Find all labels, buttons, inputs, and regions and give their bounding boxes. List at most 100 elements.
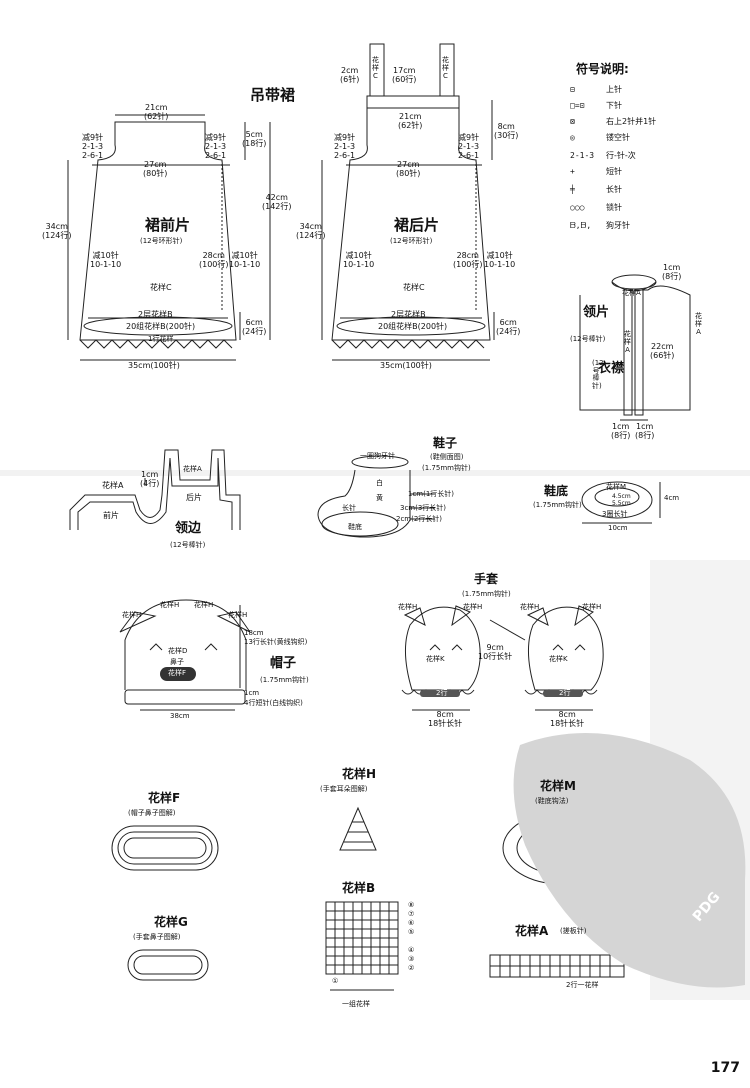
pattern-b-row-7: ⑦ (408, 910, 415, 918)
back-strap-height: 17cm (60行) (392, 66, 417, 85)
neck-title: 领边 (175, 521, 202, 536)
sole-pattern: 花样M (606, 483, 627, 491)
legend-row-purl: ⊟上针 (570, 85, 622, 94)
legend-row-k2tog: ⊠右上2针并1针 (570, 117, 657, 126)
sole-hook: (1.75mm钩针) (533, 501, 582, 509)
shoe-sole: 鞋底 (348, 523, 362, 531)
pattern-m-note: (鞋底钩法) (535, 797, 569, 805)
legend-row-picot: ᗷ,ᗷ,狗牙针 (570, 220, 630, 231)
legend-row-dc: ╪长针 (570, 185, 622, 194)
collar-side-dim: 22cm (66针) (650, 342, 675, 361)
pattern-b-row-4: ④ (408, 946, 415, 954)
pattern-b-chart (325, 901, 399, 991)
picot-symbol-icon: ᗷ,ᗷ, (570, 220, 592, 230)
front-top-width: 21cm (62针) (144, 103, 169, 122)
legend-row-chain: ○○○锁针 (570, 203, 622, 212)
mitten-cuff-1: 2行 (436, 689, 448, 697)
front-armhole: 5cm (18行) (242, 130, 267, 149)
sole-title: 鞋底 (544, 484, 569, 498)
front-panel-note: (12号环形针) (140, 237, 183, 245)
neck-note: (12号棒针) (170, 541, 206, 549)
back-band: 20组花样B(200针) (378, 322, 448, 331)
hat-width: 38cm (170, 712, 190, 720)
front-bottom-height: 6cm (24行) (242, 318, 267, 337)
mitten-pattern-k-1: 花样K (426, 655, 445, 663)
hat-ear-4: 花样H (228, 611, 248, 619)
front-bottom-width: 35cm(100针) (128, 361, 180, 370)
pattern-b-row-2: ② (408, 964, 415, 972)
legend-title: 符号说明: (576, 62, 629, 76)
front-total-height: 42cm (142行) (262, 193, 292, 212)
diagram-fills (160, 667, 583, 697)
shoe-long: 长针 (342, 504, 356, 512)
pattern-f-title: 花样F (148, 791, 181, 805)
hat-height-1: 18cm (244, 629, 264, 637)
collar-note: (12号棒针) (570, 335, 606, 343)
pattern-b-note: 一组花样 (342, 1000, 370, 1008)
collar-top-pattern: 花样A (622, 289, 641, 297)
front-layer: 2层花样B (138, 310, 173, 319)
collar-title: 领片 (583, 305, 610, 320)
shoe-row3: 2cm(2行长针) (396, 515, 443, 523)
mitten-bottom-2: 8cm 18针长针 (550, 710, 585, 729)
neck-width: 1cm (4行) (140, 470, 160, 489)
scan-shade-mid (0, 470, 750, 476)
pattern-g-title: 花样G (154, 915, 188, 929)
shoe-picot: 一圈狗牙针 (360, 452, 395, 460)
placket-title: 衣襟 (598, 361, 625, 376)
double-crochet-symbol-icon: ╪ (570, 185, 575, 194)
mitten-ear-4: 花样H (582, 603, 602, 611)
pattern-b-row-1: ① (332, 977, 339, 985)
front-side-height: 34cm (124行) (42, 222, 72, 241)
pattern-b-row-3: ③ (408, 955, 415, 963)
knit-symbol-icon: □=⊡ (570, 101, 585, 110)
sole-turns: 3圈长针 (602, 510, 628, 518)
hat-nose: 鼻子 (170, 658, 184, 666)
back-side-right: 28cm (100行) (453, 251, 483, 270)
collar-pattern-a: 花 样 A (624, 330, 631, 355)
mitten-ear-3: 花样H (520, 603, 540, 611)
hat-nose-chart: 花样F (168, 669, 187, 677)
pattern-b-row-6: ⑥ (408, 919, 415, 927)
back-pattern-c: 花样C (403, 283, 425, 292)
back-dec-side-left: 减10针 10-1-10 (343, 251, 375, 270)
neck-pattern-a: 花样A (102, 481, 124, 490)
back-panel-note: (12号环形针) (390, 237, 433, 245)
hat-ear-1: 花样H (122, 611, 142, 619)
sole-inner-dims: 4.5cm 5.5cm (612, 493, 631, 507)
neck-edge-outline (69, 449, 241, 530)
dress-title: 吊带裙 (250, 86, 296, 104)
back-dec-side-right: 减10针 10-1-10 (484, 251, 516, 270)
mitten-hook: (1.75mm钩针) (462, 590, 511, 598)
front-dec-left: 减9针 2-1-3 2-6-1 (82, 133, 104, 161)
back-strap-pattern-left: 花 样 C (372, 56, 379, 81)
front-fringe: 1行花样 (148, 335, 174, 343)
hat-ear-2: 花样H (160, 601, 180, 609)
hat-nose-pattern: 花样D (168, 647, 188, 655)
front-band: 20组花样B(200针) (126, 322, 196, 331)
mitten-cuff-2: 2行 (559, 689, 571, 697)
mitten-ear-2: 花样H (463, 603, 483, 611)
pattern-g-chart (127, 949, 209, 981)
pattern-b-title: 花样B (342, 881, 376, 895)
collar-edge-pattern: 花 样 A (695, 312, 702, 337)
pattern-h-title: 花样H (342, 767, 377, 781)
legend-row-knit: □=⊡下针 (570, 101, 622, 110)
hat-main-rows: 13行长针(黄线钩织) (244, 638, 308, 646)
shoe-white: 白 (376, 479, 383, 487)
back-strap-width: 2cm (6针) (340, 66, 360, 85)
sole-outline (581, 481, 661, 524)
placket-note: (12号棒针) (592, 359, 604, 391)
back-mid-width: 27cm (80针) (396, 160, 421, 179)
shoe-row1: 1cm(1行长针) (408, 490, 455, 498)
pattern-a-title: 花样A (515, 924, 549, 938)
shoe-yellow: 黄 (376, 494, 383, 502)
pattern-f-note: (帽子鼻子图解) (128, 809, 176, 817)
shoe-outline (317, 455, 435, 538)
front-dec-side-right: 减10针 10-1-10 (229, 251, 261, 270)
back-strap-pattern-right: 花 样 C (442, 56, 449, 81)
back-bottom-width: 35cm(100针) (380, 361, 432, 370)
placket-left-dim: 1cm (8行) (611, 422, 631, 441)
front-dec-side-left: 减10针 10-1-10 (90, 251, 122, 270)
front-side-right: 28cm (100行) (199, 251, 229, 270)
